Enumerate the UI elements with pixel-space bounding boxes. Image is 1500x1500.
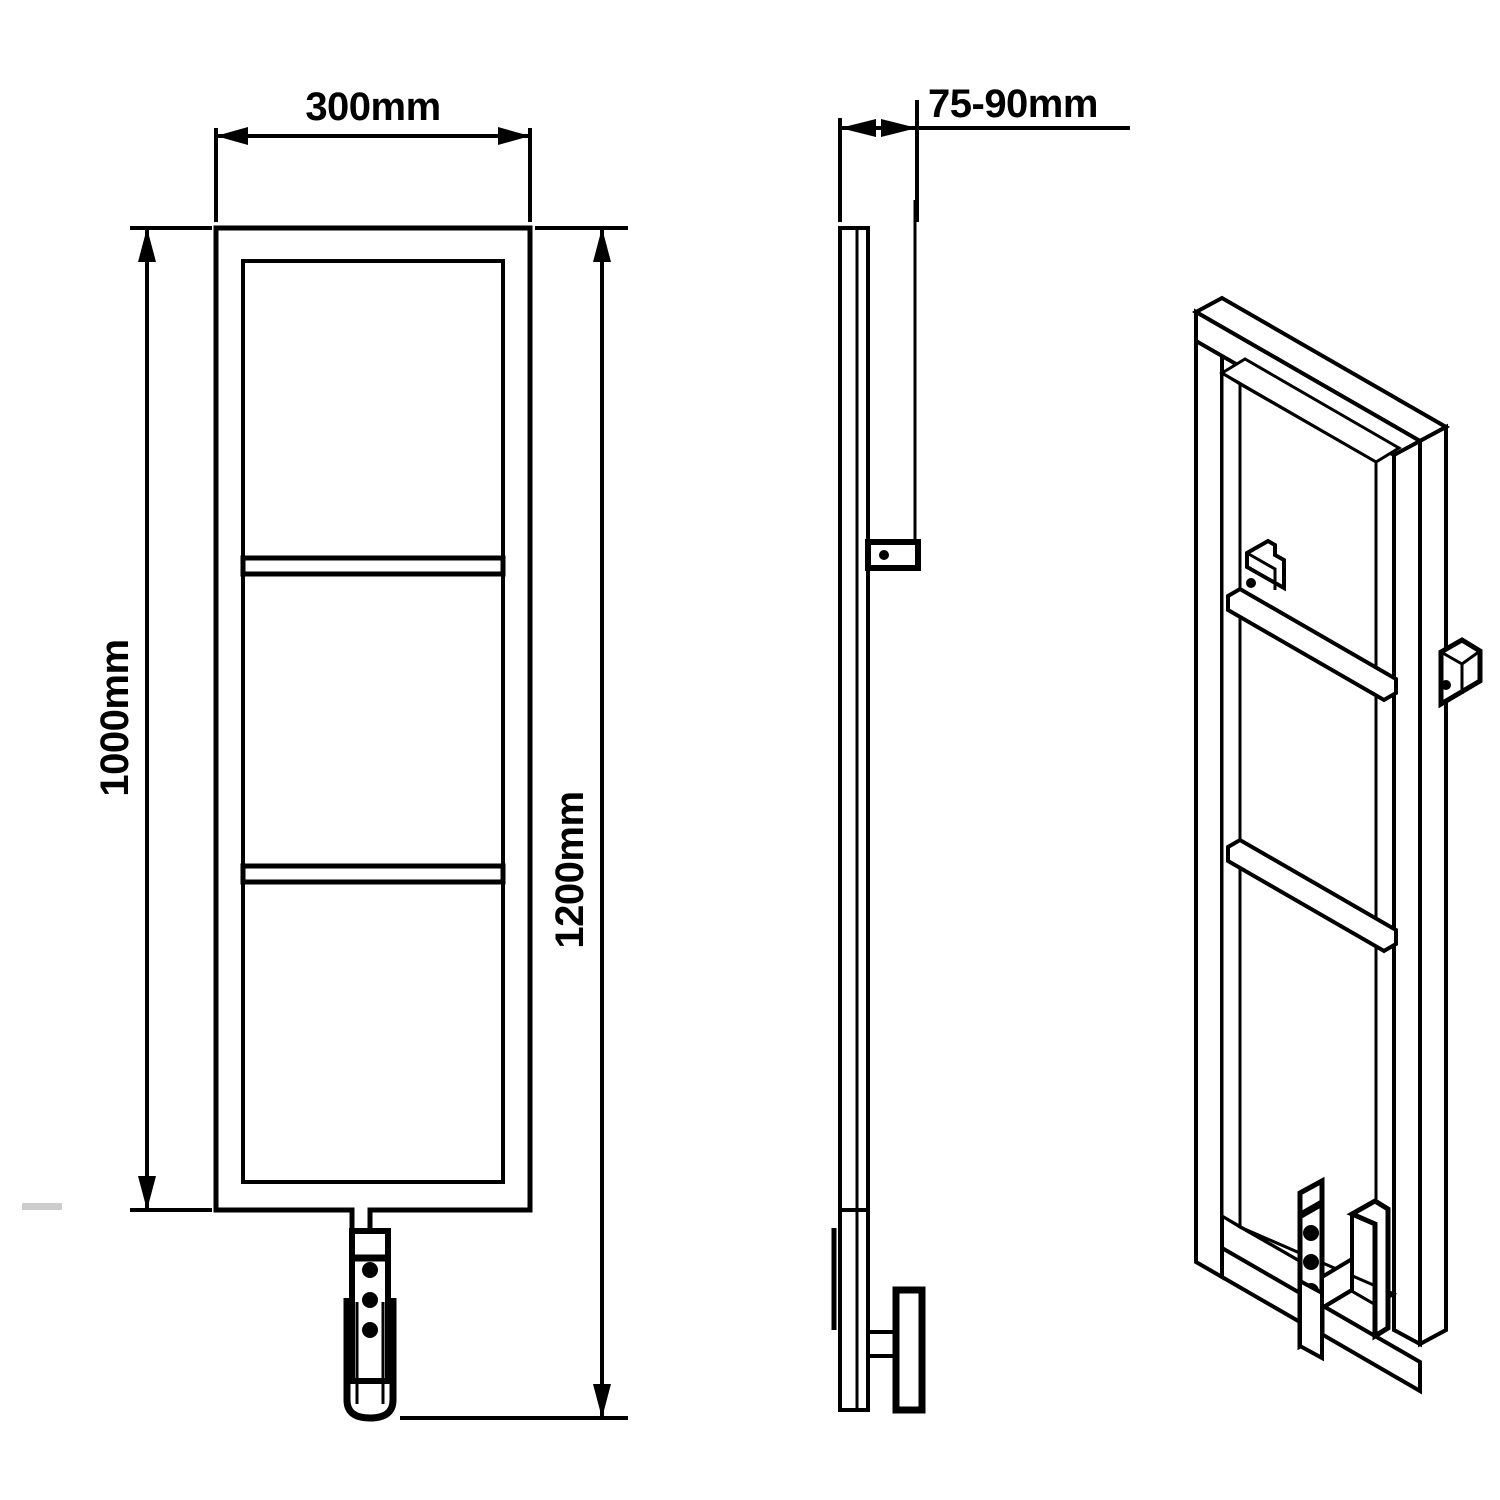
dimension-label-width: 300mm [305, 85, 440, 129]
bracket-mounting-hole [1246, 578, 1256, 588]
dimension-label-panel-height: 1000mm [93, 639, 137, 796]
connector-screw-hole [1303, 1225, 1319, 1241]
iso-crossbar-lower [1226, 837, 1398, 954]
iso-wall-bracket-left [1245, 538, 1286, 592]
connector-screw-hole [362, 1292, 378, 1308]
side-wall-bracket [865, 539, 921, 571]
dimension-overall-height-1200mm: 1200mm [400, 226, 628, 1420]
front-crossbar-upper [240, 555, 506, 577]
arrowhead-top [593, 228, 611, 262]
isometric-view [1191, 295, 1483, 1395]
front-crossbar-lower [240, 863, 506, 885]
iso-crossbar-upper [1226, 586, 1398, 703]
dimension-width-300mm: 300mm [214, 85, 532, 222]
arrowhead-left [840, 119, 876, 137]
faint-registration-mark [22, 1203, 62, 1210]
arrowhead-right [881, 119, 917, 137]
connector-screw-hole [362, 1322, 378, 1338]
arrowhead-bottom [593, 1384, 611, 1418]
bracket-mounting-hole [879, 550, 889, 560]
connector-screw-hole [362, 1262, 378, 1278]
arrowhead-right [498, 127, 530, 145]
front-outer-frame [213, 225, 533, 1235]
iso-wall-bracket-right [1438, 637, 1483, 709]
dimension-depth-75-90mm: 75-90mm [838, 82, 1130, 222]
connector-screw-hole [1303, 1254, 1319, 1270]
bracket-mounting-hole [1441, 680, 1451, 690]
iso-inner-panel [1219, 357, 1402, 1308]
dimension-label-depth: 75-90mm [928, 82, 1098, 126]
front-connector-cover [343, 1298, 397, 1422]
front-inner-panel [241, 259, 505, 1184]
side-view [831, 200, 926, 1414]
dimension-panel-height-1000mm: 1000mm [93, 226, 212, 1212]
side-bottom-connector [866, 1286, 926, 1414]
side-profile-bar [838, 226, 870, 1412]
side-valve-body [892, 1286, 926, 1414]
front-view [213, 225, 533, 1422]
arrowhead-bottom [138, 1176, 156, 1210]
arrowhead-top [138, 228, 156, 262]
iso-bottom-connector [1297, 1176, 1391, 1362]
dimension-label-overall-height: 1200mm [548, 791, 592, 948]
arrowhead-left [216, 127, 248, 145]
